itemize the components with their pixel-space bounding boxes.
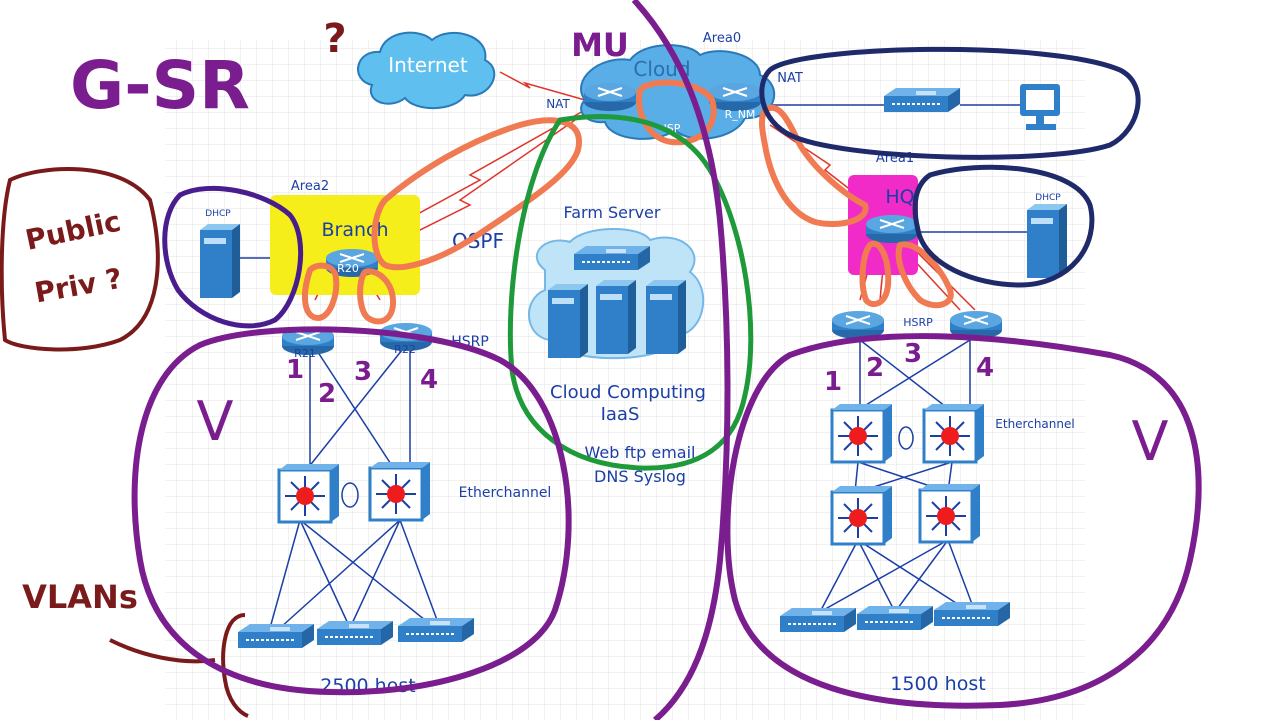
- farm-server-outline: [507, 114, 754, 471]
- area2-label: Area2: [291, 179, 329, 194]
- r-nm-label: R_NM: [725, 108, 756, 121]
- hq-access-switch-1-icon: [779, 607, 857, 633]
- r22-label: R22: [394, 343, 416, 356]
- branch-access-switch-3-icon: [397, 617, 475, 643]
- farm-server-2-icon: [596, 280, 636, 354]
- branch-etherchannel-label: Etherchannel: [459, 485, 552, 501]
- nat-segment-outline: [759, 46, 1141, 160]
- branch-dhcp-label: DHCP: [205, 209, 231, 219]
- branch-numbers: 1 2 3 4: [286, 355, 438, 409]
- hq-number-4: 4: [976, 353, 994, 383]
- hq-l3-switch-2-icon: [922, 402, 986, 464]
- branch-access-switch-2-icon: [316, 620, 394, 646]
- branch-zone: [270, 195, 420, 295]
- hq-l3-switch-4-icon: [918, 482, 982, 544]
- farm-switch-icon: [573, 245, 651, 271]
- nat-right-label: NAT: [777, 71, 803, 86]
- vlans-label: VLANs: [22, 578, 138, 616]
- branch-number-4: 4: [420, 365, 438, 395]
- r20-label: R20: [337, 262, 359, 275]
- branch-dhcp-server-icon: [200, 224, 240, 298]
- hq-v-mark: V: [1132, 410, 1169, 473]
- purple-outlines: [131, 0, 1202, 720]
- nat-left-label: NAT: [546, 97, 570, 111]
- hq-dhcp-label: DHCP: [1035, 193, 1061, 203]
- hq-number-2: 2: [866, 353, 884, 383]
- hq-access-switch-3-icon: [933, 601, 1011, 627]
- hq-dhcp-outline: [912, 164, 1095, 288]
- priv-label: Priv ?: [32, 262, 125, 310]
- central-cloud: Cloud R_NM ISP: [580, 44, 776, 140]
- branch-number-3: 3: [354, 357, 372, 387]
- public-label: Public: [22, 205, 123, 257]
- internet-label: Internet: [388, 53, 468, 77]
- branch-access-switch-1-icon: [237, 623, 315, 649]
- hq-hosts-label: 1500 host: [890, 673, 985, 695]
- hq-access-switch-2-icon: [856, 605, 934, 631]
- internet-cloud: Internet: [357, 31, 496, 110]
- page-title: G-SR: [70, 47, 250, 124]
- hq-hsrp-label: HSRP: [903, 316, 933, 329]
- hq-etherchannel-label: Etherchannel: [995, 417, 1074, 431]
- branch-l3-switch-2-icon: [368, 460, 432, 522]
- hq-number-3: 3: [904, 339, 922, 369]
- hq-router-icon: [865, 214, 919, 244]
- r21-label: R21: [294, 347, 316, 360]
- branch-v-mark: V: [197, 390, 234, 453]
- branch-dhcp-outline: [162, 185, 304, 329]
- hq-numbers: 1 2 3 4: [824, 339, 994, 397]
- farm-server-1-icon: [548, 284, 588, 358]
- branch-etherchannel-mark: [341, 482, 359, 508]
- hq-label: HQ: [885, 186, 914, 208]
- branch-l3-switch-1-icon: [277, 462, 341, 524]
- hq-dhcp-server-icon: [1027, 204, 1067, 278]
- nat-switch-icon: [883, 87, 961, 113]
- farm-server-label: Farm Server: [564, 203, 661, 222]
- area0-label: Area0: [703, 31, 741, 46]
- mu-label: MU: [571, 26, 629, 64]
- iaas-label: IaaS: [601, 404, 640, 425]
- hq-etherchannel-mark: [898, 426, 914, 450]
- cloud-computing-label: Cloud Computing: [550, 382, 706, 403]
- hq-number-1: 1: [824, 367, 842, 397]
- hq-l3-switch-1-icon: [830, 402, 894, 464]
- services-line-2: DNS Syslog: [594, 467, 686, 486]
- hq-l3-switch-3-icon: [830, 484, 894, 546]
- orange-highlights: [301, 79, 954, 325]
- services-line-1: Web ftp email: [585, 443, 696, 462]
- branch-number-2: 2: [318, 379, 336, 409]
- pc-icon: [1020, 84, 1060, 130]
- branch-number-1: 1: [286, 355, 304, 385]
- r-nm-router-icon: [708, 82, 762, 112]
- farm-server-3-icon: [646, 280, 686, 354]
- isp-router-icon: [583, 82, 637, 112]
- public-priv-box: [0, 167, 160, 352]
- question-mark-top: ?: [323, 16, 346, 62]
